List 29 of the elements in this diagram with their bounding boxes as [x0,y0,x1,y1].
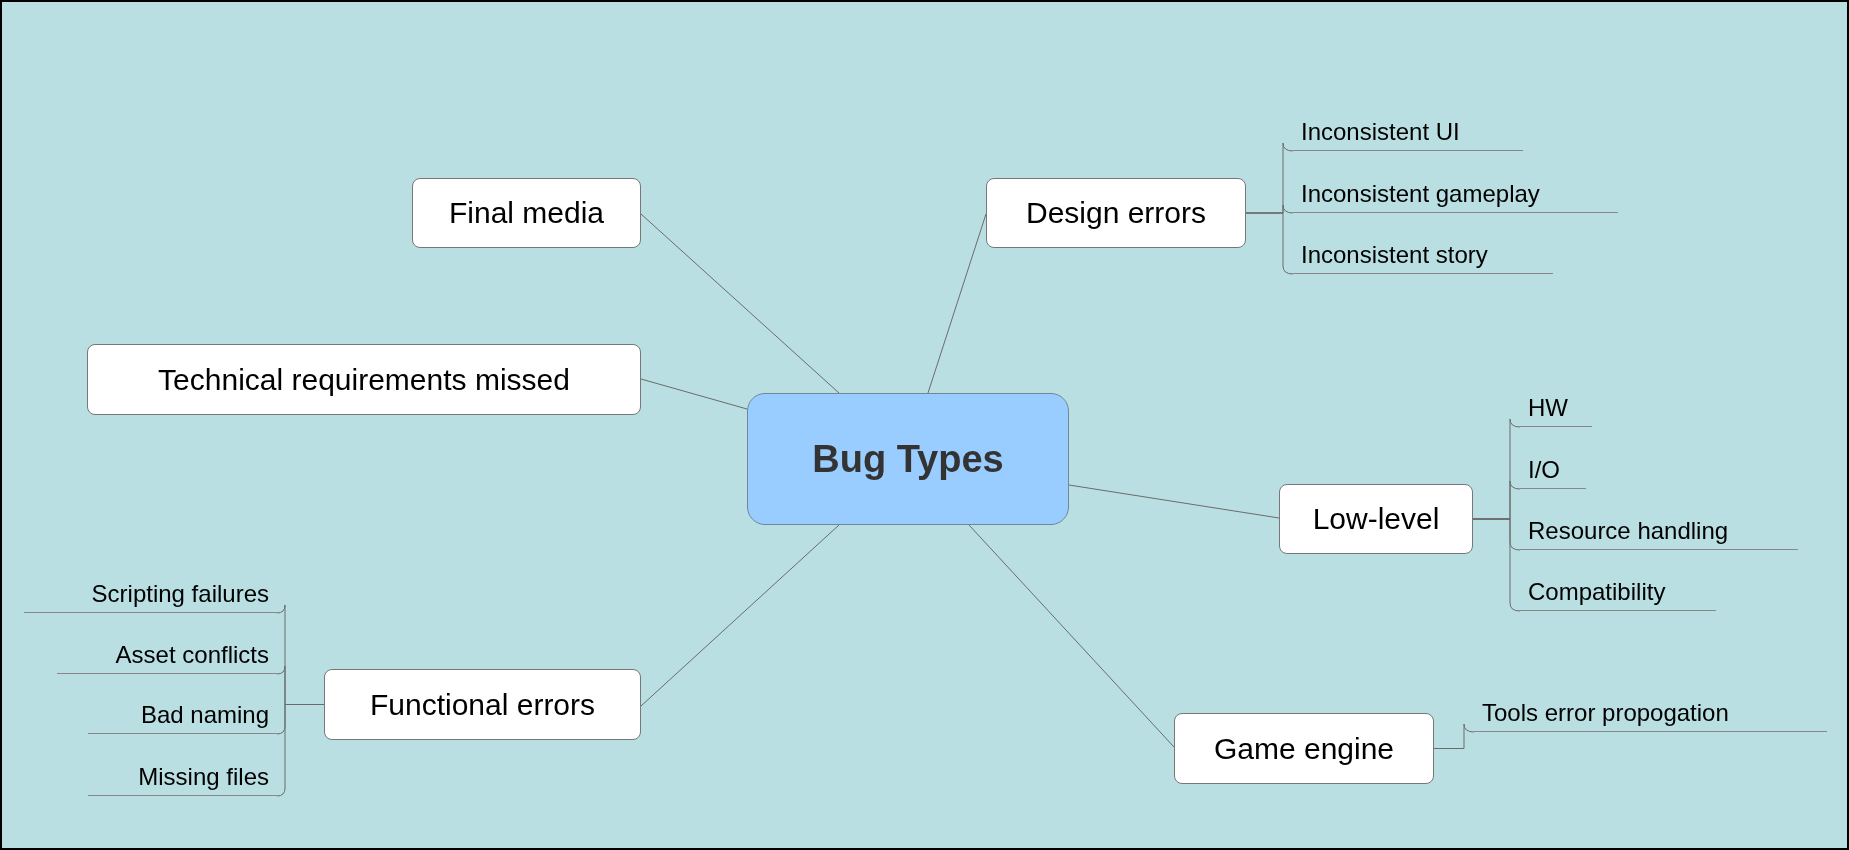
subtopic-label: Resource handling [1520,511,1798,550]
subtopic-label: Asset conflicts [57,635,277,674]
connector-line [640,378,748,410]
subtopic-label: Tools error propogation [1474,693,1827,732]
topic-box: Game engine [1174,713,1434,784]
subtopic-label: I/O [1520,450,1586,489]
connector-line [640,524,840,707]
subtopic-label: Bad naming [88,695,277,734]
connector-line [1433,723,1475,749]
connector-line [927,213,987,394]
topic-box: Final media [412,178,641,248]
topic-box: Design errors [986,178,1246,248]
subtopic-label: HW [1520,388,1592,427]
connector-line [1068,484,1280,519]
topic-box: Technical requirements missed [87,344,641,415]
topic-box: Low-level [1279,484,1473,554]
subtopic-label: Inconsistent UI [1293,112,1523,151]
subtopic-label: Missing files [88,757,277,796]
connector-line [1472,518,1521,612]
connector-line [968,524,1175,748]
connector-line [640,213,840,394]
subtopic-label: Inconsistent story [1293,235,1553,274]
central-topic-box: Bug Types [747,393,1069,525]
topic-box: Functional errors [324,669,641,740]
subtopic-label: Scripting failures [24,574,277,613]
subtopic-label: Compatibility [1520,572,1716,611]
connector-line [1245,212,1294,275]
connector-line [276,704,325,797]
subtopic-label: Inconsistent gameplay [1293,174,1618,213]
